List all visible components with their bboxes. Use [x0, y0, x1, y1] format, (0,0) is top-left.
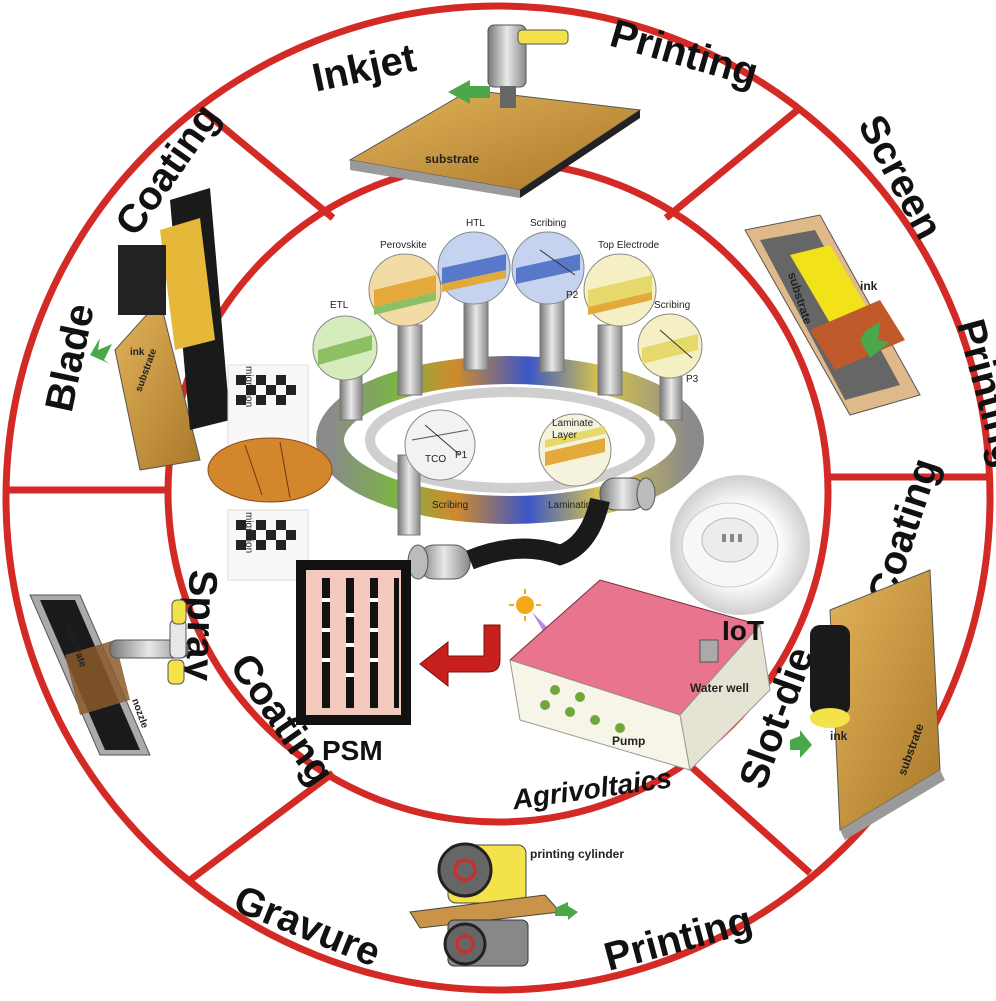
scribing-right-bubble: Scribing P3 — [637, 300, 703, 385]
etl-bubble: ETL — [312, 300, 378, 381]
gravure-illustration: printing cylinder — [409, 842, 624, 967]
etl-label: ETL — [330, 300, 349, 311]
screen-ink-label: ink — [860, 279, 878, 293]
scribing-top-label: Scribing — [530, 218, 566, 229]
inkjet-illustration: substrate — [348, 24, 642, 198]
arrow-icon — [860, 322, 890, 358]
segment-dividers — [4, 105, 992, 883]
perovskite-bubble: Perovskite — [368, 240, 442, 327]
blade-ink-label: ink — [130, 347, 145, 358]
migration-top-label: migration — [243, 366, 254, 407]
layer-label: Layer — [552, 430, 578, 441]
inkjet-printing-segment: Inkjet Printing substrate — [308, 11, 763, 198]
iot-label: IoT — [722, 615, 764, 646]
screen-printing-illustration: substrate ink — [744, 214, 921, 416]
psm-label: PSM — [322, 735, 383, 766]
arrow-icon — [555, 902, 578, 920]
p1-label: P1 — [455, 450, 468, 461]
slot-die-illustration: ink substrate — [790, 569, 945, 840]
tco-label: TCO — [425, 454, 446, 465]
pump-label: Pump — [612, 734, 645, 748]
laminating-bubble: Laminate Layer Laminating — [538, 413, 612, 511]
red-arrow-icon — [419, 624, 501, 688]
p2-label: P2 — [566, 290, 579, 301]
water-well-label: Water well — [690, 681, 749, 695]
p3-label: P3 — [686, 374, 699, 385]
gravure-cylinder-label: printing cylinder — [530, 847, 624, 861]
scribing-right-label: Scribing — [654, 300, 690, 311]
top-electrode-bubble: Top Electrode — [583, 240, 660, 327]
ion-migration-figure: migration migration — [207, 364, 333, 581]
scribing-bottom-label: Scribing — [432, 500, 468, 511]
migration-bottom-label: migration — [243, 512, 254, 553]
blade-coating-illustration: ink substrate — [90, 188, 230, 471]
htl-bubble: HTL — [437, 218, 511, 305]
psm-module: PSM — [296, 560, 411, 766]
laminating-label: Laminating — [548, 500, 597, 511]
inkjet-substrate-label: substrate — [425, 152, 479, 166]
screen-printing-segment: Screen Printing substrate ink — [744, 108, 996, 472]
perovskite-label: Perovskite — [380, 240, 427, 251]
rollers — [407, 477, 656, 580]
slot-die-ink-label: ink — [830, 729, 848, 743]
arrow-icon — [790, 730, 812, 758]
left-arrow-icon — [448, 80, 490, 104]
laminate-label: Laminate — [552, 418, 594, 429]
tco-bubble: TCO P1 Scribing — [404, 409, 476, 511]
iot-device: IoT — [670, 475, 810, 646]
top-electrode-label: Top Electrode — [598, 240, 660, 251]
scribing-top-bubble: Scribing P2 — [511, 218, 585, 305]
roll-to-roll-process: ETL Perovskite HTL Scribing P2 Top Elect… — [312, 218, 704, 580]
htl-label: HTL — [466, 218, 485, 229]
arrow-icon — [90, 338, 112, 364]
